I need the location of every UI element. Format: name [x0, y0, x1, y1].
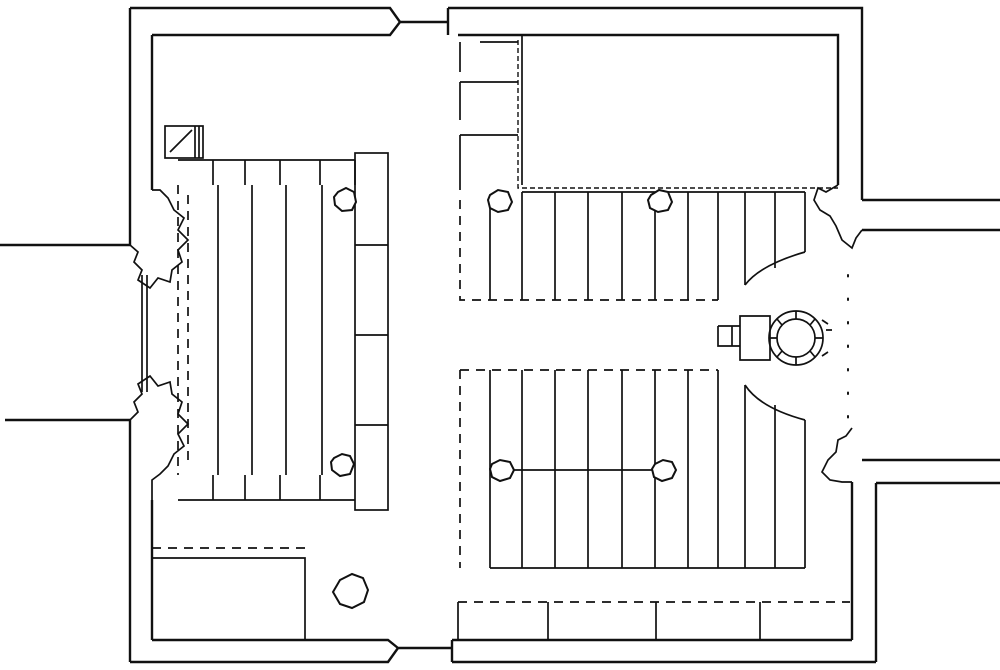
- pews-west-rear-line: [177, 185, 189, 475]
- enclosure-dashed-boundary: [517, 40, 838, 189]
- east-buttress-north: [813, 184, 863, 250]
- west-buttress-north: [129, 189, 190, 290]
- walls: [0, 6, 1000, 664]
- pews-west-rows: [217, 185, 323, 475]
- north-bench-segments: [459, 41, 518, 190]
- column-ne-2: [646, 188, 674, 214]
- pews-west-frame: [178, 159, 356, 501]
- pulpit: [717, 310, 832, 366]
- pews-east-upper-front: [459, 200, 718, 301]
- stair-treads: [169, 126, 200, 158]
- pews-east-lower-curve: [744, 384, 806, 421]
- west-side-bench: [354, 152, 389, 511]
- south-bench-dividers: [457, 602, 761, 640]
- pews-east-lower-front: [459, 369, 718, 568]
- east-wall-south: [850, 482, 878, 662]
- pulpit-stair: [717, 315, 771, 361]
- pulpit-rail: [821, 319, 832, 357]
- stair-northwest: [164, 125, 204, 159]
- font-base: [331, 572, 370, 610]
- south-wall: [130, 638, 876, 664]
- east-buttress-south: [820, 427, 853, 483]
- north-wall-east: [400, 6, 864, 200]
- southwest-room: [152, 557, 306, 640]
- pews-east-upper-curve: [744, 251, 806, 286]
- west-side-bench-dividers: [355, 244, 388, 426]
- column-se-1: [488, 458, 516, 483]
- west-window: [141, 275, 148, 392]
- pews-west: [177, 152, 389, 511]
- column-ne-1: [486, 188, 514, 214]
- stair-block: [164, 125, 204, 159]
- column-nw: [332, 186, 358, 213]
- south-benches: [152, 547, 850, 640]
- pulpit-inner-ring: [776, 318, 816, 358]
- pulpit-segments: [769, 311, 823, 365]
- pews-east-upper-rows: [489, 192, 806, 300]
- east-passage-wall: [862, 198, 1000, 485]
- column-se-2: [650, 458, 678, 483]
- pews-east-upper: [459, 191, 806, 301]
- north-wall-west: [128, 6, 401, 245]
- column-sw: [329, 452, 356, 478]
- columns: [329, 186, 678, 610]
- west-wall-south: [128, 420, 154, 662]
- west-passage-wall: [0, 243, 130, 422]
- northeast-enclosure: [459, 35, 838, 190]
- west-buttress-south: [129, 374, 190, 500]
